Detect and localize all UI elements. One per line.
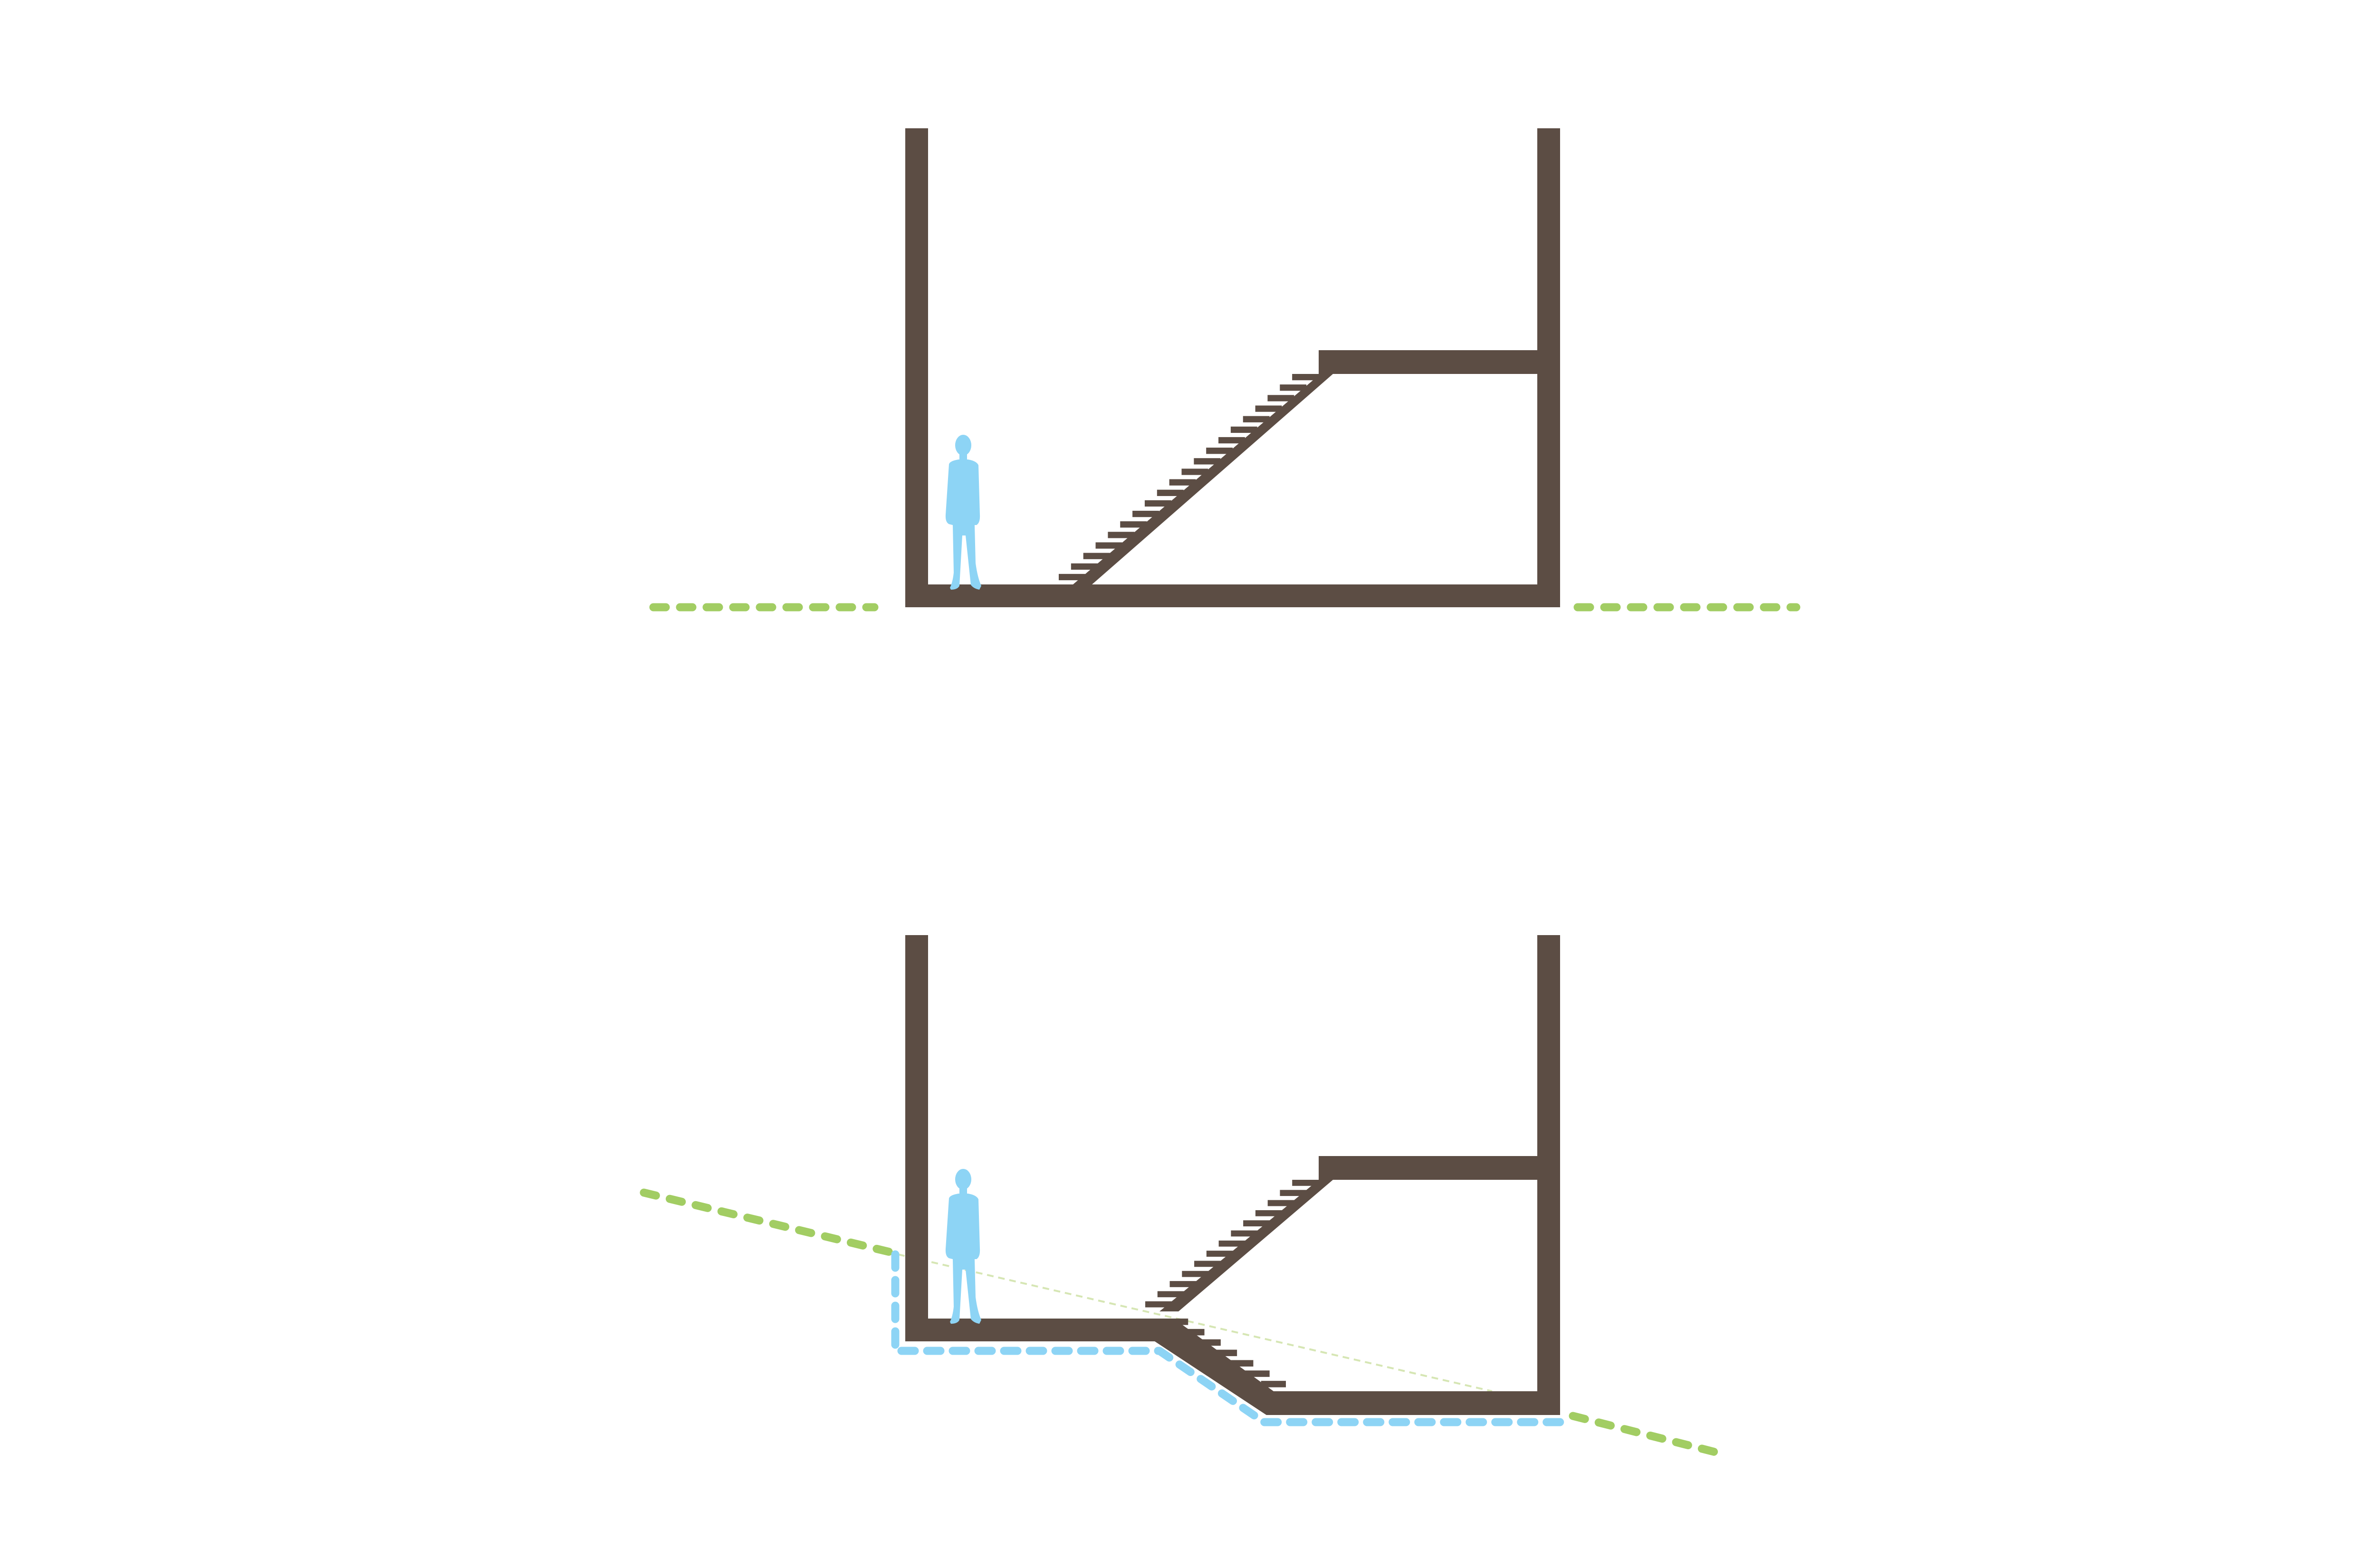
wall-right: [1537, 935, 1560, 1415]
stair-tread: [1163, 1319, 1188, 1325]
ground-line-left: [644, 1193, 896, 1253]
wall-left: [905, 935, 928, 1326]
stair-tread: [1179, 1329, 1204, 1336]
stair-tread: [1207, 1251, 1233, 1257]
stair-tread: [1292, 1180, 1319, 1186]
stair-tread: [1120, 521, 1147, 527]
stair-tread: [1255, 1210, 1282, 1216]
upper-floor-slab: [1319, 1156, 1537, 1180]
ground-floor-slab: [905, 584, 1560, 607]
stair-down-stringer: [1155, 1319, 1274, 1415]
stair-tread: [1071, 564, 1098, 570]
stair-tread: [1280, 1190, 1306, 1196]
entry-floor-slab: [905, 1319, 1159, 1341]
stair-tread: [1083, 553, 1110, 559]
stair-tread: [1169, 479, 1196, 486]
stair-tread: [1268, 1200, 1294, 1206]
stair-tread: [1196, 1339, 1221, 1346]
stair-tread: [1261, 1381, 1286, 1387]
stair-tread: [1157, 490, 1184, 496]
stair-tread: [1255, 405, 1282, 411]
stair-tread: [1212, 1350, 1237, 1357]
stair-tread: [1206, 448, 1233, 454]
stair-tread: [1267, 395, 1294, 401]
stair-tread: [1096, 542, 1122, 548]
stair-up: [1145, 1180, 1333, 1311]
flat-site-section: [653, 128, 1796, 607]
stair-tread: [1245, 1370, 1269, 1377]
stair-tread: [1194, 1261, 1221, 1267]
stair-tread: [1292, 374, 1319, 380]
stair-tread: [1145, 500, 1171, 507]
stair-tread: [1132, 511, 1159, 517]
person-figure: [946, 1169, 981, 1324]
upper-floor-slab: [1319, 350, 1537, 374]
stair-tread: [1228, 1360, 1253, 1367]
ground-line-right: [1573, 1416, 1723, 1454]
stair-stringer: [1073, 374, 1333, 584]
stair-tread: [1158, 1291, 1184, 1297]
sloped-site-section: [644, 935, 1723, 1454]
stair-tread: [1280, 384, 1306, 391]
stair-tread: [1170, 1281, 1197, 1287]
stair-tread: [1218, 437, 1245, 443]
wall-right: [1537, 128, 1560, 607]
wall-left: [905, 128, 928, 607]
lower-floor-slab: [1269, 1391, 1560, 1415]
stair-tread: [1219, 1241, 1245, 1247]
stair-up-steps: [1145, 1180, 1319, 1307]
stair-steps: [1059, 374, 1319, 580]
stair-up: [1059, 374, 1333, 584]
stair-down: [1155, 1319, 1286, 1415]
stair-tread: [1145, 1301, 1172, 1308]
stair-tread: [1243, 416, 1270, 422]
stair-tread: [1059, 574, 1085, 580]
stair-tread: [1231, 1231, 1257, 1237]
stair-tread: [1182, 468, 1208, 475]
stair-tread: [1231, 427, 1257, 433]
stair-tread: [1108, 532, 1134, 538]
stair-tread: [1243, 1220, 1270, 1226]
stair-up-stringer: [1159, 1180, 1333, 1311]
stair-tread: [1194, 458, 1220, 464]
person-figure: [946, 435, 981, 590]
stair-tread: [1182, 1271, 1208, 1277]
